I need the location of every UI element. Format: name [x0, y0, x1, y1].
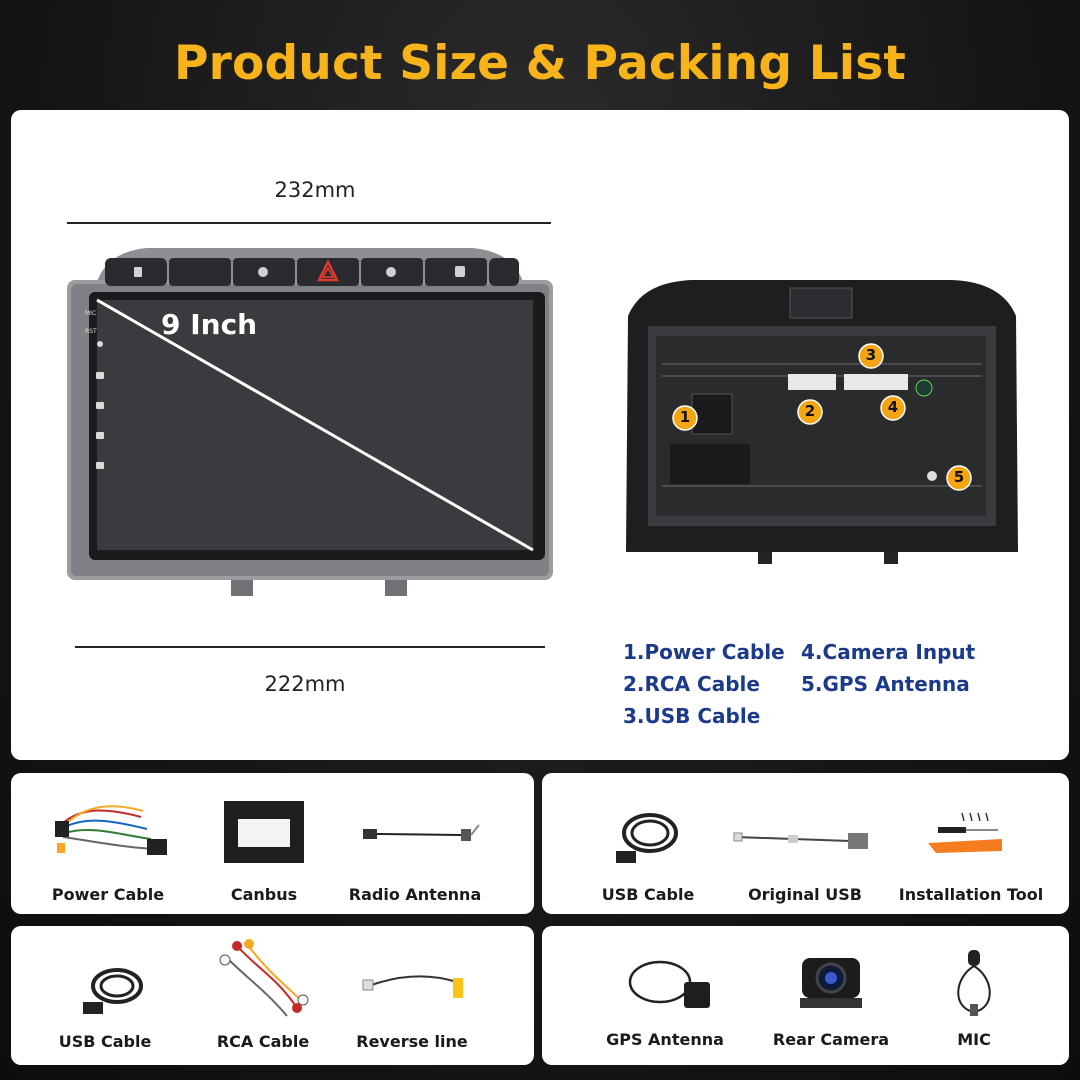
mic-button-label: MIC [85, 310, 97, 317]
usb-cable-2-image [83, 968, 143, 1014]
accessory-box-2: USB Cable Original USB Installation Tool [542, 773, 1069, 914]
marker-5-label: 5 [953, 468, 965, 486]
rst-button-label: RST [85, 328, 97, 335]
canbus-image [224, 801, 304, 863]
acc-label-radio-antenna: Radio Antenna [348, 885, 482, 904]
accessory-box-4: GPS Antenna Rear Camera MIC [542, 926, 1069, 1065]
page-title: Product Size & Packing List [173, 36, 907, 91]
size-panel: 232mm [11, 110, 1069, 760]
radio-antenna-image [363, 824, 480, 841]
accessory-box-3: USB Cable RCA Cable Reverse line [11, 926, 534, 1065]
marker-5 [946, 465, 972, 491]
marker-3 [858, 343, 884, 369]
marker-3-label: 3 [865, 346, 877, 364]
marker-2-label: 2 [804, 402, 816, 420]
gps-antenna-image [628, 960, 710, 1008]
bottom-width-line [75, 646, 545, 648]
reverse-line-image [362, 975, 463, 998]
acc-label-original-usb: Original USB [748, 885, 862, 904]
marker-2 [797, 399, 823, 425]
acc-label-canbus: Canbus [230, 885, 298, 904]
acc-label-power-cable: Power Cable [51, 885, 165, 904]
acc-label-rca-cable: RCA Cable [216, 1032, 310, 1051]
mic-image [957, 950, 991, 1016]
marker-4-label: 4 [887, 398, 899, 416]
installation-tool-image [928, 812, 1002, 853]
legend-item-3: 3.USB Cable [623, 704, 761, 728]
accessory-box-1: Power Cable Canbus Radio Antenna [11, 773, 534, 914]
acc-label-gps-antenna: GPS Antenna [606, 1030, 724, 1049]
legend-item-5: 5.GPS Antenna [801, 672, 970, 696]
legend-item-4: 4.Camera Input [801, 640, 976, 664]
legend-item-2: 2.RCA Cable [623, 672, 760, 696]
acc-label-usb-cable: USB Cable [601, 885, 695, 904]
stereo-back-image [626, 280, 1018, 564]
original-usb-image [733, 832, 868, 849]
bottom-width-label: 222mm [264, 672, 346, 696]
top-width-label: 232mm [274, 178, 356, 202]
power-cable-image [55, 805, 167, 855]
usb-cable-image [616, 813, 678, 863]
marker-1-label: 1 [679, 408, 691, 426]
rca-cable-image [219, 939, 309, 1017]
rear-camera-image [800, 958, 862, 1008]
top-width-line [67, 222, 551, 224]
legend-item-1: 1.Power Cable [623, 640, 785, 664]
acc-label-reverse-line: Reverse line [356, 1032, 468, 1051]
acc-label-mic: MIC [957, 1030, 991, 1049]
acc-label-installation-tool: Installation Tool [898, 885, 1044, 904]
stereo-front-image [67, 248, 553, 596]
acc-label-rear-camera: Rear Camera [772, 1030, 890, 1049]
screen-size-label: 9 Inch [161, 308, 258, 341]
acc-label-usb-cable-2: USB Cable [58, 1032, 152, 1051]
marker-1 [672, 405, 698, 431]
marker-4 [880, 395, 906, 421]
